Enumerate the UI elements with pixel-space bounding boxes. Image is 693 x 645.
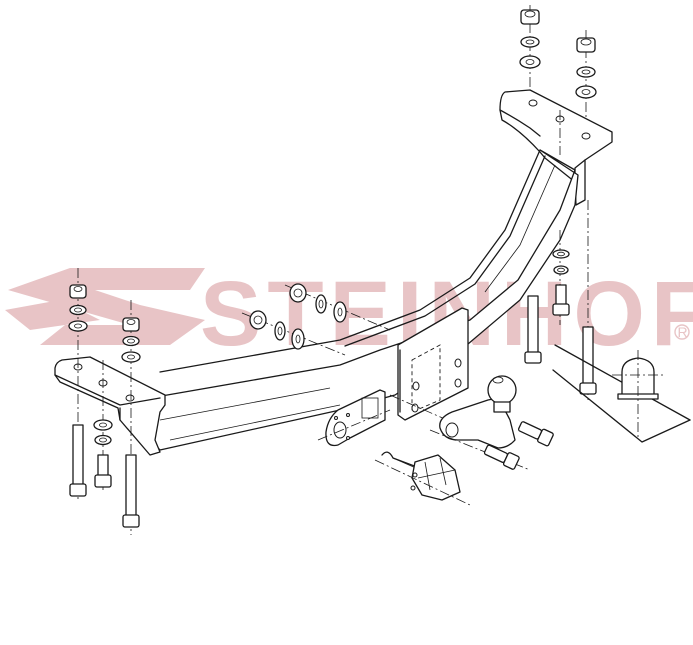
ball-cover-inset (552, 344, 691, 443)
bolt-icon (517, 421, 554, 447)
washer-icon (94, 434, 112, 446)
nut-icon (520, 9, 540, 25)
nut-icon (576, 37, 596, 53)
bolt-icon (483, 444, 520, 470)
electrical-socket (374, 451, 471, 506)
nut-icon (289, 283, 307, 303)
washer-icon (121, 351, 141, 363)
washer-icon (274, 321, 286, 341)
washer-icon (69, 304, 87, 316)
washer-icon (291, 328, 305, 350)
bolt-icon (524, 295, 542, 364)
center-fasteners (241, 283, 391, 356)
bolt-icon (122, 454, 140, 528)
washer-icon (122, 335, 140, 347)
socket-plate (317, 389, 391, 447)
washer-icon (93, 419, 113, 431)
washer-icon (315, 294, 327, 314)
washer-icon (553, 265, 569, 275)
washer-icon (68, 320, 88, 332)
registered-mark: R (678, 324, 688, 340)
left-bracket-fasteners (68, 268, 141, 535)
registered-icon (674, 324, 690, 340)
right-bracket-fasteners (519, 5, 597, 160)
right-side-bolts (524, 200, 597, 400)
left-bracket (54, 356, 166, 456)
bolt-icon (579, 326, 597, 395)
bolt-icon (552, 284, 570, 316)
bolt-icon (69, 424, 87, 497)
washer-icon (520, 36, 540, 48)
tow-ball-bolts (483, 421, 554, 470)
right-bracket (499, 89, 613, 206)
washer-icon (519, 55, 541, 69)
tow-ball (429, 375, 531, 471)
washer-icon (333, 301, 347, 323)
nut-icon (122, 317, 140, 332)
washer-icon (575, 85, 597, 99)
nut-icon (69, 284, 87, 299)
nut-icon (249, 310, 267, 330)
watermark-swoosh-icon (5, 268, 205, 345)
bolt-icon (94, 454, 112, 488)
washer-icon (552, 249, 570, 259)
hitch-mount-plate (389, 307, 471, 431)
washer-icon (576, 66, 596, 78)
